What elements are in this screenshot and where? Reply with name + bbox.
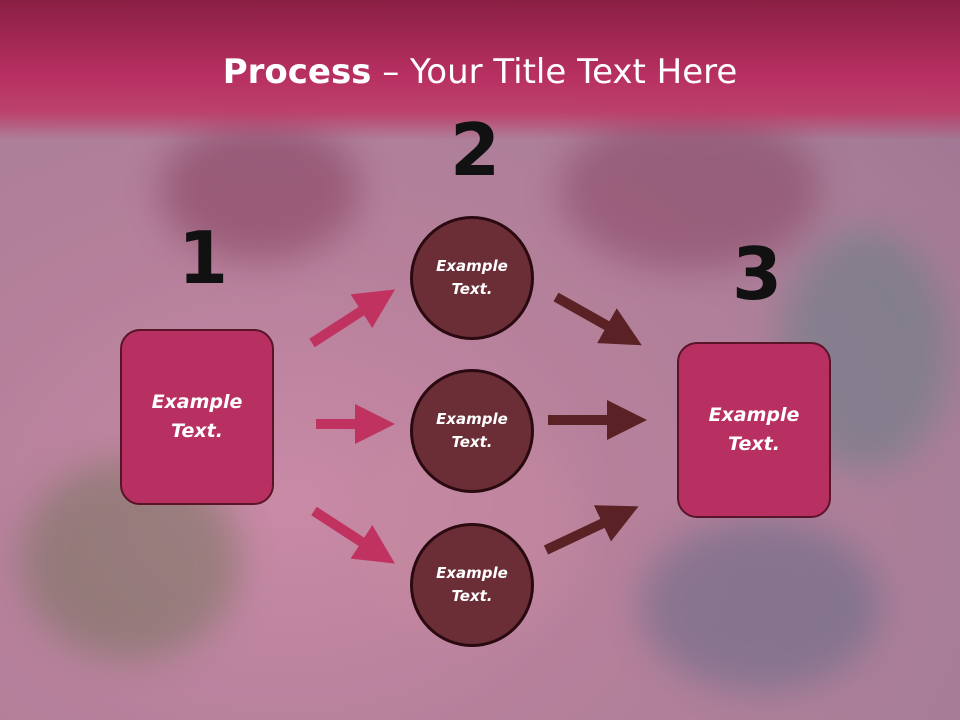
step-number-1: 1 [178,216,229,300]
step-box-3: Example Text. [677,342,831,518]
arrow-circle-bottom-to-box3 [543,505,639,555]
step-box-1: Example Text. [120,329,274,505]
circle-middle: Example Text. [410,369,534,493]
arrow-circle-top-to-box3 [553,292,642,346]
circle-bottom-text: Example Text. [436,564,508,605]
step-number-2: 2 [450,108,501,192]
step-number-3: 3 [732,232,783,316]
circle-bottom: Example Text. [410,523,534,647]
arrow-box1-to-circle-bottom [311,506,395,564]
circle-middle-text: Example Text. [436,410,508,451]
circle-top-text: Example Text. [436,257,508,298]
step-box-1-text: Example Text. [151,391,243,442]
page-title: Process – Your Title Text Here [0,52,960,92]
title-rest: – Your Title Text Here [371,52,738,92]
title-bold: Process [222,52,372,92]
title-banner [0,0,960,140]
step-box-3-text: Example Text. [708,404,800,455]
arrow-box1-to-circle-top [309,289,396,348]
circle-top: Example Text. [410,216,534,340]
